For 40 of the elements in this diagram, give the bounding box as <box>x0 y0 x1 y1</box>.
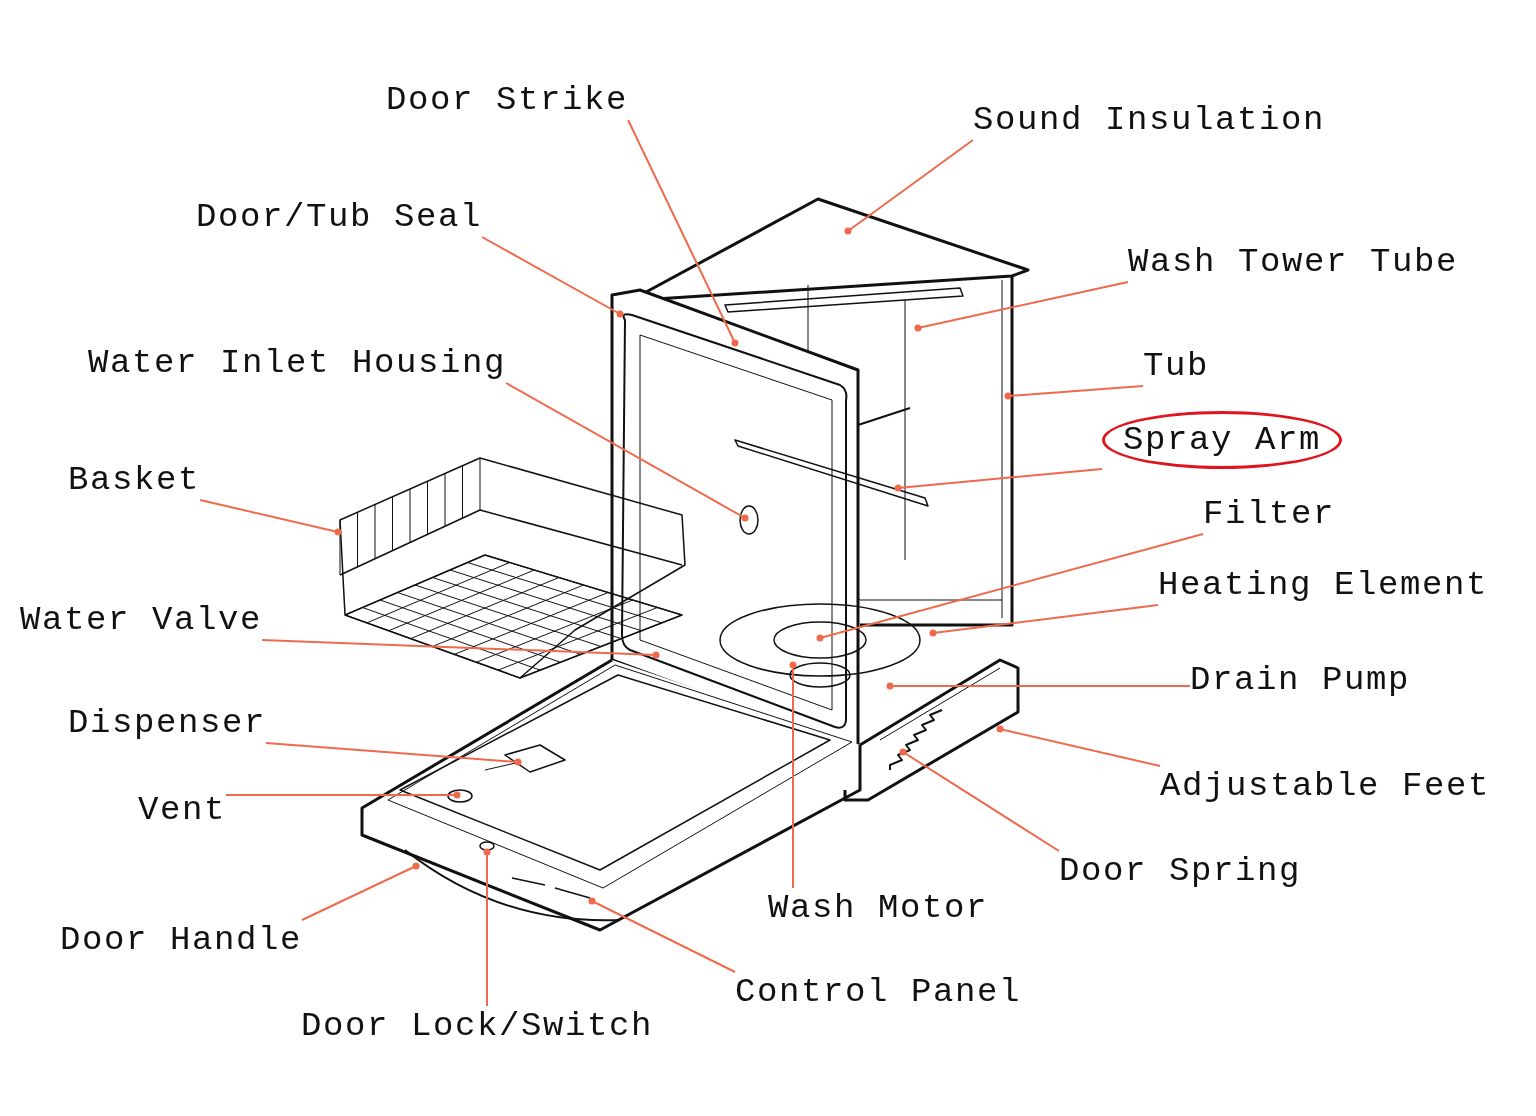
part-label: Door Lock/Switch <box>301 1006 654 1046</box>
leader-line <box>929 604 1159 637</box>
leader-line <box>996 725 1161 767</box>
leader-line <box>225 791 461 799</box>
part-label: Adjustable Feet <box>1160 766 1491 806</box>
leader-line <box>1004 385 1144 400</box>
leader-line <box>816 533 1204 642</box>
leader-line <box>588 897 736 973</box>
leader-line <box>844 139 974 235</box>
highlighted-part-label: Spray Arm <box>1102 411 1343 469</box>
part-label: Tub <box>1143 346 1209 386</box>
part-label: Sound Insulation <box>973 100 1326 140</box>
part-label: Heating Element <box>1158 565 1489 605</box>
leader-line <box>261 639 660 659</box>
part-label: Basket <box>68 460 201 500</box>
leader-line <box>894 468 1103 492</box>
part-label: Water Valve <box>20 600 263 640</box>
part-label: Control Panel <box>735 972 1022 1012</box>
leader-line <box>505 382 749 522</box>
part-label: Door Spring <box>1059 851 1302 891</box>
part-label: Wash Tower Tube <box>1128 242 1459 282</box>
leader-line <box>789 661 797 889</box>
part-label: Dispenser <box>68 703 267 743</box>
leader-line <box>886 682 1191 690</box>
leader-line <box>914 281 1129 332</box>
part-label: Drain Pump <box>1190 660 1411 700</box>
leader-line <box>301 862 420 921</box>
part-label: Door Strike <box>386 80 629 120</box>
leader-line <box>481 236 624 318</box>
part-label: Vent <box>138 790 226 830</box>
part-label: Door Handle <box>60 920 303 960</box>
part-label: Filter <box>1203 494 1336 534</box>
leader-line <box>265 742 522 766</box>
leader-line <box>199 499 342 536</box>
leader-line <box>627 119 739 347</box>
part-label: Wash Motor <box>768 888 989 928</box>
part-label: Water Inlet Housing <box>88 343 507 383</box>
part-label: Door/Tub Seal <box>196 197 483 237</box>
leader-line <box>899 748 1060 852</box>
leader-line <box>483 848 491 1007</box>
